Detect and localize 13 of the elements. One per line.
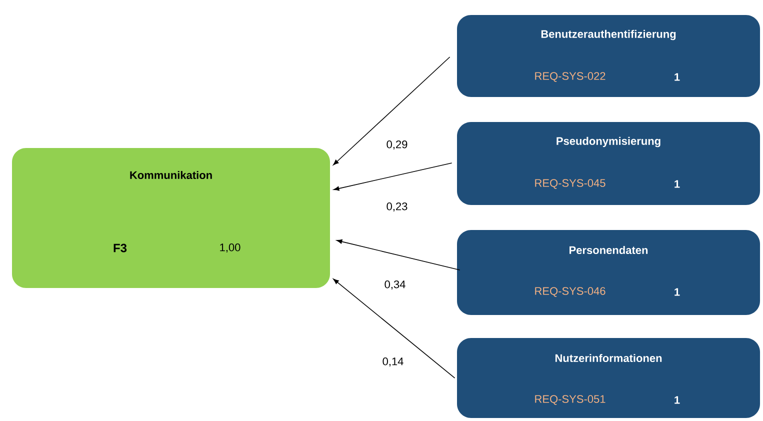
requirement-box: Benutzerauthentifizierung REQ-SYS-022 1 (457, 15, 760, 97)
requirement-box: Pseudonymisierung REQ-SYS-045 1 (457, 122, 760, 205)
arrow (333, 56, 450, 166)
arrow (336, 239, 460, 270)
edge-label: 0,29 (385, 139, 409, 151)
arrow (333, 278, 456, 378)
requirement-box: Personendaten REQ-SYS-046 1 (457, 230, 760, 315)
arrow (334, 162, 452, 191)
function-box: Kommunikation F3 1,00 (12, 148, 330, 288)
edge-label: 0,14 (381, 356, 405, 368)
edge-label: 0,34 (383, 279, 407, 291)
requirement-box: Nutzerinformationen REQ-SYS-051 1 (457, 338, 760, 418)
edge-label: 0,23 (385, 201, 409, 213)
